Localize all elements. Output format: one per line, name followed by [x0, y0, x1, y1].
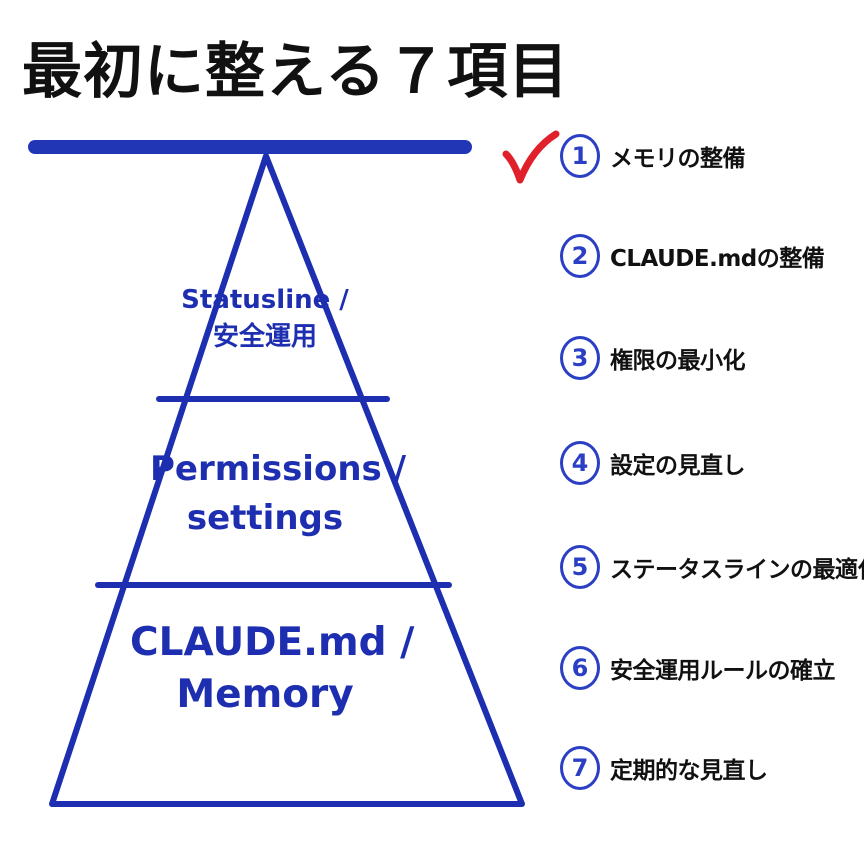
- pyramid-layer-top-line-2: 安全運用: [212, 322, 317, 352]
- pyramid-layer-top: Statusline / 安全運用: [170, 282, 360, 356]
- step-number-3: 3: [560, 336, 600, 380]
- step-number-5: 5: [560, 545, 600, 589]
- step-item-6: 6 安全運用ルールの確立: [560, 643, 850, 693]
- pyramid-layer-top-line-1: Statusline /: [181, 285, 349, 315]
- pyramid-layer-middle: Permissions / settings: [150, 445, 407, 543]
- title-underline: [28, 140, 472, 154]
- pyramid-layer-middle-line-2: settings: [186, 498, 344, 538]
- step-item-4: 4 設定の見直し: [560, 438, 850, 488]
- step-text-2: CLAUDE.mdの整備: [610, 246, 825, 272]
- step-text-4: 設定の見直し: [610, 453, 746, 479]
- pyramid-layer-middle-line-1: Permissions /: [150, 449, 407, 489]
- step-number-4: 4: [560, 441, 600, 485]
- step-text-5: ステータスラインの最適化: [610, 557, 864, 583]
- pyramid-layer-bottom: CLAUDE.md / Memory: [130, 617, 415, 721]
- step-number-6: 6: [560, 646, 600, 690]
- step-list: 1 メモリの整備 2 CLAUDE.mdの整備 3 権限の最小化 4 設定の見直…: [560, 0, 864, 864]
- step-item-3: 3 権限の最小化: [560, 333, 850, 383]
- step-item-5: 5 ステータスラインの最適化: [560, 542, 864, 592]
- step-text-1: メモリの整備: [610, 146, 746, 172]
- step-number-1: 1: [560, 134, 600, 178]
- step-number-7: 7: [560, 746, 600, 790]
- check-mark-icon: [502, 130, 560, 184]
- step-number-2: 2: [560, 234, 600, 278]
- step-text-6: 安全運用ルールの確立: [610, 658, 836, 684]
- step-item-7: 7 定期的な見直し: [560, 743, 850, 793]
- pyramid-layer-bottom-line-1: CLAUDE.md /: [130, 620, 415, 665]
- pyramid-layer-bottom-line-2: Memory: [176, 672, 354, 717]
- step-item-2: 2 CLAUDE.mdの整備: [560, 231, 850, 281]
- step-item-1: 1 メモリの整備: [560, 131, 850, 181]
- pyramid-outline: [49, 153, 525, 807]
- step-text-3: 権限の最小化: [610, 348, 746, 374]
- step-text-7: 定期的な見直し: [610, 758, 768, 784]
